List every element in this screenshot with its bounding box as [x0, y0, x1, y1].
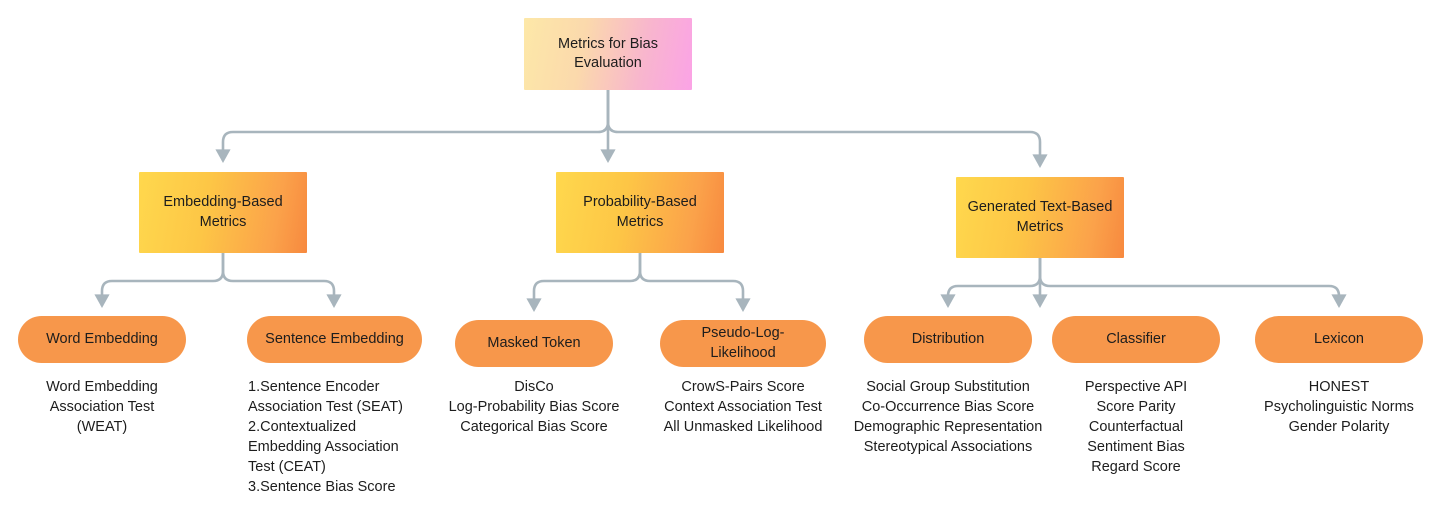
node-generated-text-based-metrics[interactable]: Generated Text-Based Metrics — [956, 177, 1124, 258]
node-word-embedding[interactable]: Word Embedding — [18, 316, 186, 363]
node-classifier-label: Classifier — [1106, 330, 1166, 347]
node-sentence-embedding-label: Sentence Embedding — [265, 330, 404, 347]
edge-root-to-embedding — [215, 88, 610, 164]
node-lexicon[interactable]: Lexicon — [1255, 316, 1423, 363]
node-root[interactable]: Metrics for Bias Evaluation — [524, 18, 692, 90]
description-sentence-embedding: 1.Sentence Encoder Association Test (SEA… — [248, 379, 403, 495]
node-pseudo-log-likelihood-label: Pseudo-Log-Likelihood — [701, 325, 785, 361]
node-probability-based-metrics-label: Probability-Based Metrics — [583, 194, 697, 230]
description-lexicon: HONEST Psycholinguistic Norms Gender Pol… — [1264, 379, 1414, 435]
node-probability-based-metrics[interactable]: Probability-Based Metrics — [556, 172, 724, 253]
edge-embedding-to-word — [94, 251, 225, 309]
description-word-embedding: Word Embedding Association Test (WEAT) — [46, 379, 158, 435]
description-pseudo-log-likelihood: CrowS-Pairs Score Context Association Te… — [663, 379, 823, 435]
edge-probability-to-masked — [526, 251, 642, 313]
node-lexicon-label: Lexicon — [1314, 330, 1364, 347]
node-word-embedding-label: Word Embedding — [46, 330, 158, 347]
edge-probability-to-pll — [638, 251, 751, 313]
edge-generated-to-lexicon — [1038, 256, 1347, 309]
node-classifier[interactable]: Classifier — [1052, 316, 1220, 363]
node-embedding-based-metrics[interactable]: Embedding-Based Metrics — [139, 172, 307, 253]
edge-generated-to-distribution — [940, 256, 1042, 309]
node-masked-token[interactable]: Masked Token — [455, 320, 613, 367]
node-distribution-label: Distribution — [911, 330, 985, 347]
node-root-label: Metrics for Bias Evaluation — [558, 35, 658, 71]
node-generated-text-based-metrics-label: Generated Text-Based Metrics — [967, 199, 1113, 235]
node-masked-token-label: Masked Token — [487, 334, 581, 351]
node-distribution[interactable]: Distribution — [864, 316, 1032, 363]
node-embedding-based-metrics-label: Embedding-Based Metrics — [163, 194, 283, 230]
node-sentence-embedding[interactable]: Sentence Embedding — [247, 316, 422, 363]
edge-embedding-to-sentence — [221, 251, 342, 309]
node-pseudo-log-likelihood[interactable]: Pseudo-Log-Likelihood — [660, 320, 826, 367]
description-masked-token: DisCo Log-Probability Bias Score Categor… — [448, 379, 620, 435]
edge-root-to-generated — [606, 88, 1048, 169]
description-classifier: Perspective API Score Parity Counterfact… — [1084, 379, 1188, 475]
description-distribution: Social Group Substitution Co-Occurrence … — [853, 379, 1043, 455]
